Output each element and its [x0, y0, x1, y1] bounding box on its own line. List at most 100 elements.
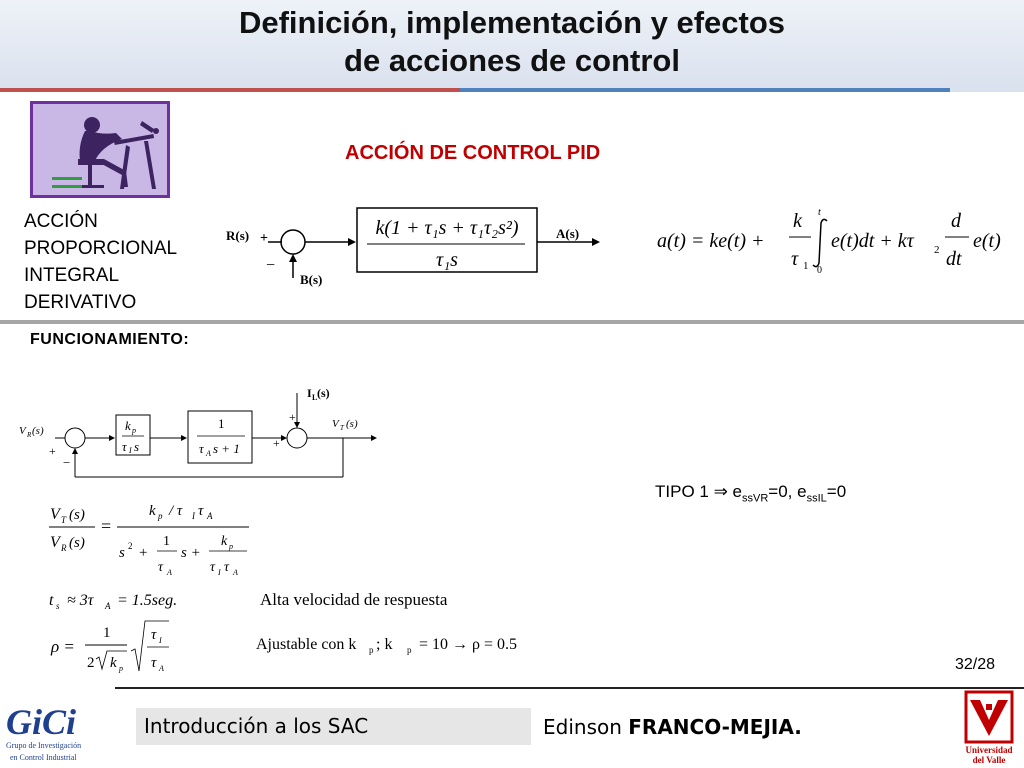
s-label: s: [134, 439, 139, 454]
vr-label: V: [19, 425, 27, 437]
tf-lhs-den-arg: (s): [69, 535, 85, 551]
tipo-statement: TIPO 1 ⇒ essVR=0, essIL=0: [655, 482, 846, 504]
accion-line: ACCIÓN: [24, 211, 98, 232]
tf-rhs-num-tau: τ: [198, 503, 204, 519]
funcionamiento-label: FUNCIONAMIENTO:: [30, 331, 190, 348]
gici-logo-line2: en Control Industrial: [10, 753, 77, 762]
eq-tail: e(t): [973, 230, 1001, 252]
taua-sub: A: [205, 449, 211, 458]
rho-sq-den: τ: [151, 655, 157, 671]
title-line-1: Definición, implementación y efectos: [238, 5, 786, 40]
tf-rhs-num-rest: / τ: [168, 503, 183, 519]
univalle-line1: Universidad: [965, 745, 1012, 755]
rho-sq-num: τ: [151, 627, 157, 643]
minus-sign: −: [63, 455, 70, 470]
tf-den-frac2-num: k: [221, 534, 228, 549]
slide-header: [0, 0, 1024, 92]
tf-den-plus: +: [139, 545, 147, 561]
rho-num: 1: [103, 625, 111, 641]
tf-den-frac1-num: 1: [163, 534, 170, 549]
vt-label: V: [332, 418, 340, 430]
header-divider-blue: [460, 88, 950, 92]
gici-logo-icon: GiCi Grupo de Investigación en Control I…: [6, 702, 81, 762]
accion-line: PROPORCIONAL: [24, 238, 178, 259]
section-title: ACCIÓN DE CONTROL PID: [345, 142, 601, 164]
header-divider-red: [0, 88, 460, 92]
input-label: R(s): [226, 228, 249, 243]
plus-sign: +: [273, 436, 280, 450]
tf-den-s2: s: [119, 545, 125, 561]
eq-integrand: e(t)dt + kτ: [831, 230, 915, 252]
slide-title: Definición, implementación y efectos de …: [0, 4, 1024, 80]
ts-sub: s: [56, 601, 60, 611]
tf-den-frac1-den: τ: [158, 560, 164, 575]
tipo-sub2: ssIL: [806, 492, 827, 505]
tf-den-frac2-den: τ: [210, 560, 216, 575]
author-last-name: FRANCO-MEJIA.: [628, 715, 802, 739]
transfer-function-equation: V T (s) V R (s) = k p / τ I τ A s 2 + 1 …: [49, 503, 249, 577]
tipo-prefix: TIPO 1 ⇒ e: [655, 482, 742, 501]
taui-label: τ: [122, 439, 128, 454]
il-arg: (s): [317, 386, 330, 400]
title-line-2: de acciones de control: [344, 43, 680, 78]
eq-int-upper: t: [818, 207, 821, 218]
tf-equals: =: [101, 516, 111, 536]
tf-den-frac2-den-tau: τ: [224, 560, 230, 575]
rho-note-mid: ; k: [376, 636, 392, 653]
tf-den-frac2-den-sub2: A: [232, 568, 238, 577]
tf-den-frac1-den-sub: A: [166, 568, 172, 577]
tf-lhs-den-sub: R: [60, 543, 67, 553]
accion-line: INTEGRAL: [24, 265, 120, 286]
plus-sign: +: [49, 444, 56, 458]
eq-dt: dt: [946, 248, 962, 270]
rho-note-end: = 10 → ρ = 0.5: [419, 636, 517, 653]
taui-sub: I: [128, 446, 132, 455]
plus-sign: +: [289, 410, 296, 424]
rho-note: Ajustable con k: [256, 636, 356, 653]
tipo-end: =0: [826, 482, 847, 501]
eq-lhs: a(t) = ke(t) +: [657, 230, 765, 252]
pid-block-diagram: R(s) + − B(s) A(s) k(1 + τ₁s + τ₁τ₂s²) τ…: [226, 207, 600, 287]
rho-note-sub: p: [369, 645, 374, 655]
plant-numerator: 1: [218, 416, 225, 431]
vt-arg: (s): [346, 418, 358, 430]
settling-time-equation: t s ≈ 3τ A = 1.5seg. Alta velocidad de r…: [49, 590, 448, 611]
tf-lhs-num-arg: (s): [69, 507, 85, 523]
plant-denominator: s + 1: [213, 441, 240, 456]
tf-den-frac2-den-sub: I: [217, 568, 221, 577]
course-name: Introducción a los SAC: [136, 708, 531, 745]
minus-sign: −: [266, 257, 275, 274]
accion-list: ACCIÓN PROPORCIONAL INTEGRAL DERIVATIVO: [24, 208, 177, 316]
rho-den: 2: [87, 655, 95, 671]
tf-den-frac2-num-sub: p: [228, 542, 233, 551]
univalle-logo-icon: Universidad del Valle: [964, 690, 1014, 765]
feedback-label: B(s): [300, 272, 322, 287]
pid-equation: a(t) = ke(t) + k τ 1 t 0 e(t)dt + kτ 2 d…: [657, 207, 1001, 276]
tf-lhs-num-sub: T: [61, 515, 67, 525]
rho-den-k: k: [110, 655, 117, 671]
il-sub: L: [312, 393, 317, 402]
kp-label: k: [125, 418, 131, 433]
output-label: A(s): [556, 226, 579, 241]
tf-den-exp: 2: [128, 541, 133, 551]
tf-rhs-num-sub2: I: [191, 511, 196, 521]
il-label: I: [307, 386, 312, 400]
plus-sign: +: [260, 231, 268, 246]
rho-den-k-sub: p: [118, 664, 123, 673]
tf-rhs-num-sub3: A: [206, 511, 213, 521]
engineer-clipart-icon: [30, 101, 170, 198]
eq-k: k: [793, 210, 803, 232]
vt-sub: T: [340, 424, 345, 432]
tf-lhs-num: V: [50, 506, 62, 523]
process-block-diagram: V R (s) + − k p τ I s 1 τ A s + 1 + + I …: [19, 386, 377, 478]
damping-equation: ρ = 1 2 k p τ I τ A Ajustable con k p ; …: [50, 620, 517, 673]
taua-label: τ: [199, 441, 205, 456]
eq-tau2-sub: 2: [934, 244, 940, 256]
transfer-numerator: k(1 + τ₁s + τ₁τ₂s²): [375, 217, 518, 239]
author-first-name: Edinson: [543, 715, 629, 739]
gici-logo-text: GiCi: [6, 702, 76, 742]
ts-sub2: A: [104, 601, 111, 611]
tf-lhs-den: V: [50, 534, 62, 551]
eq-int-lower: 0: [817, 265, 822, 276]
tf-rhs-num-sub: p: [157, 511, 163, 521]
